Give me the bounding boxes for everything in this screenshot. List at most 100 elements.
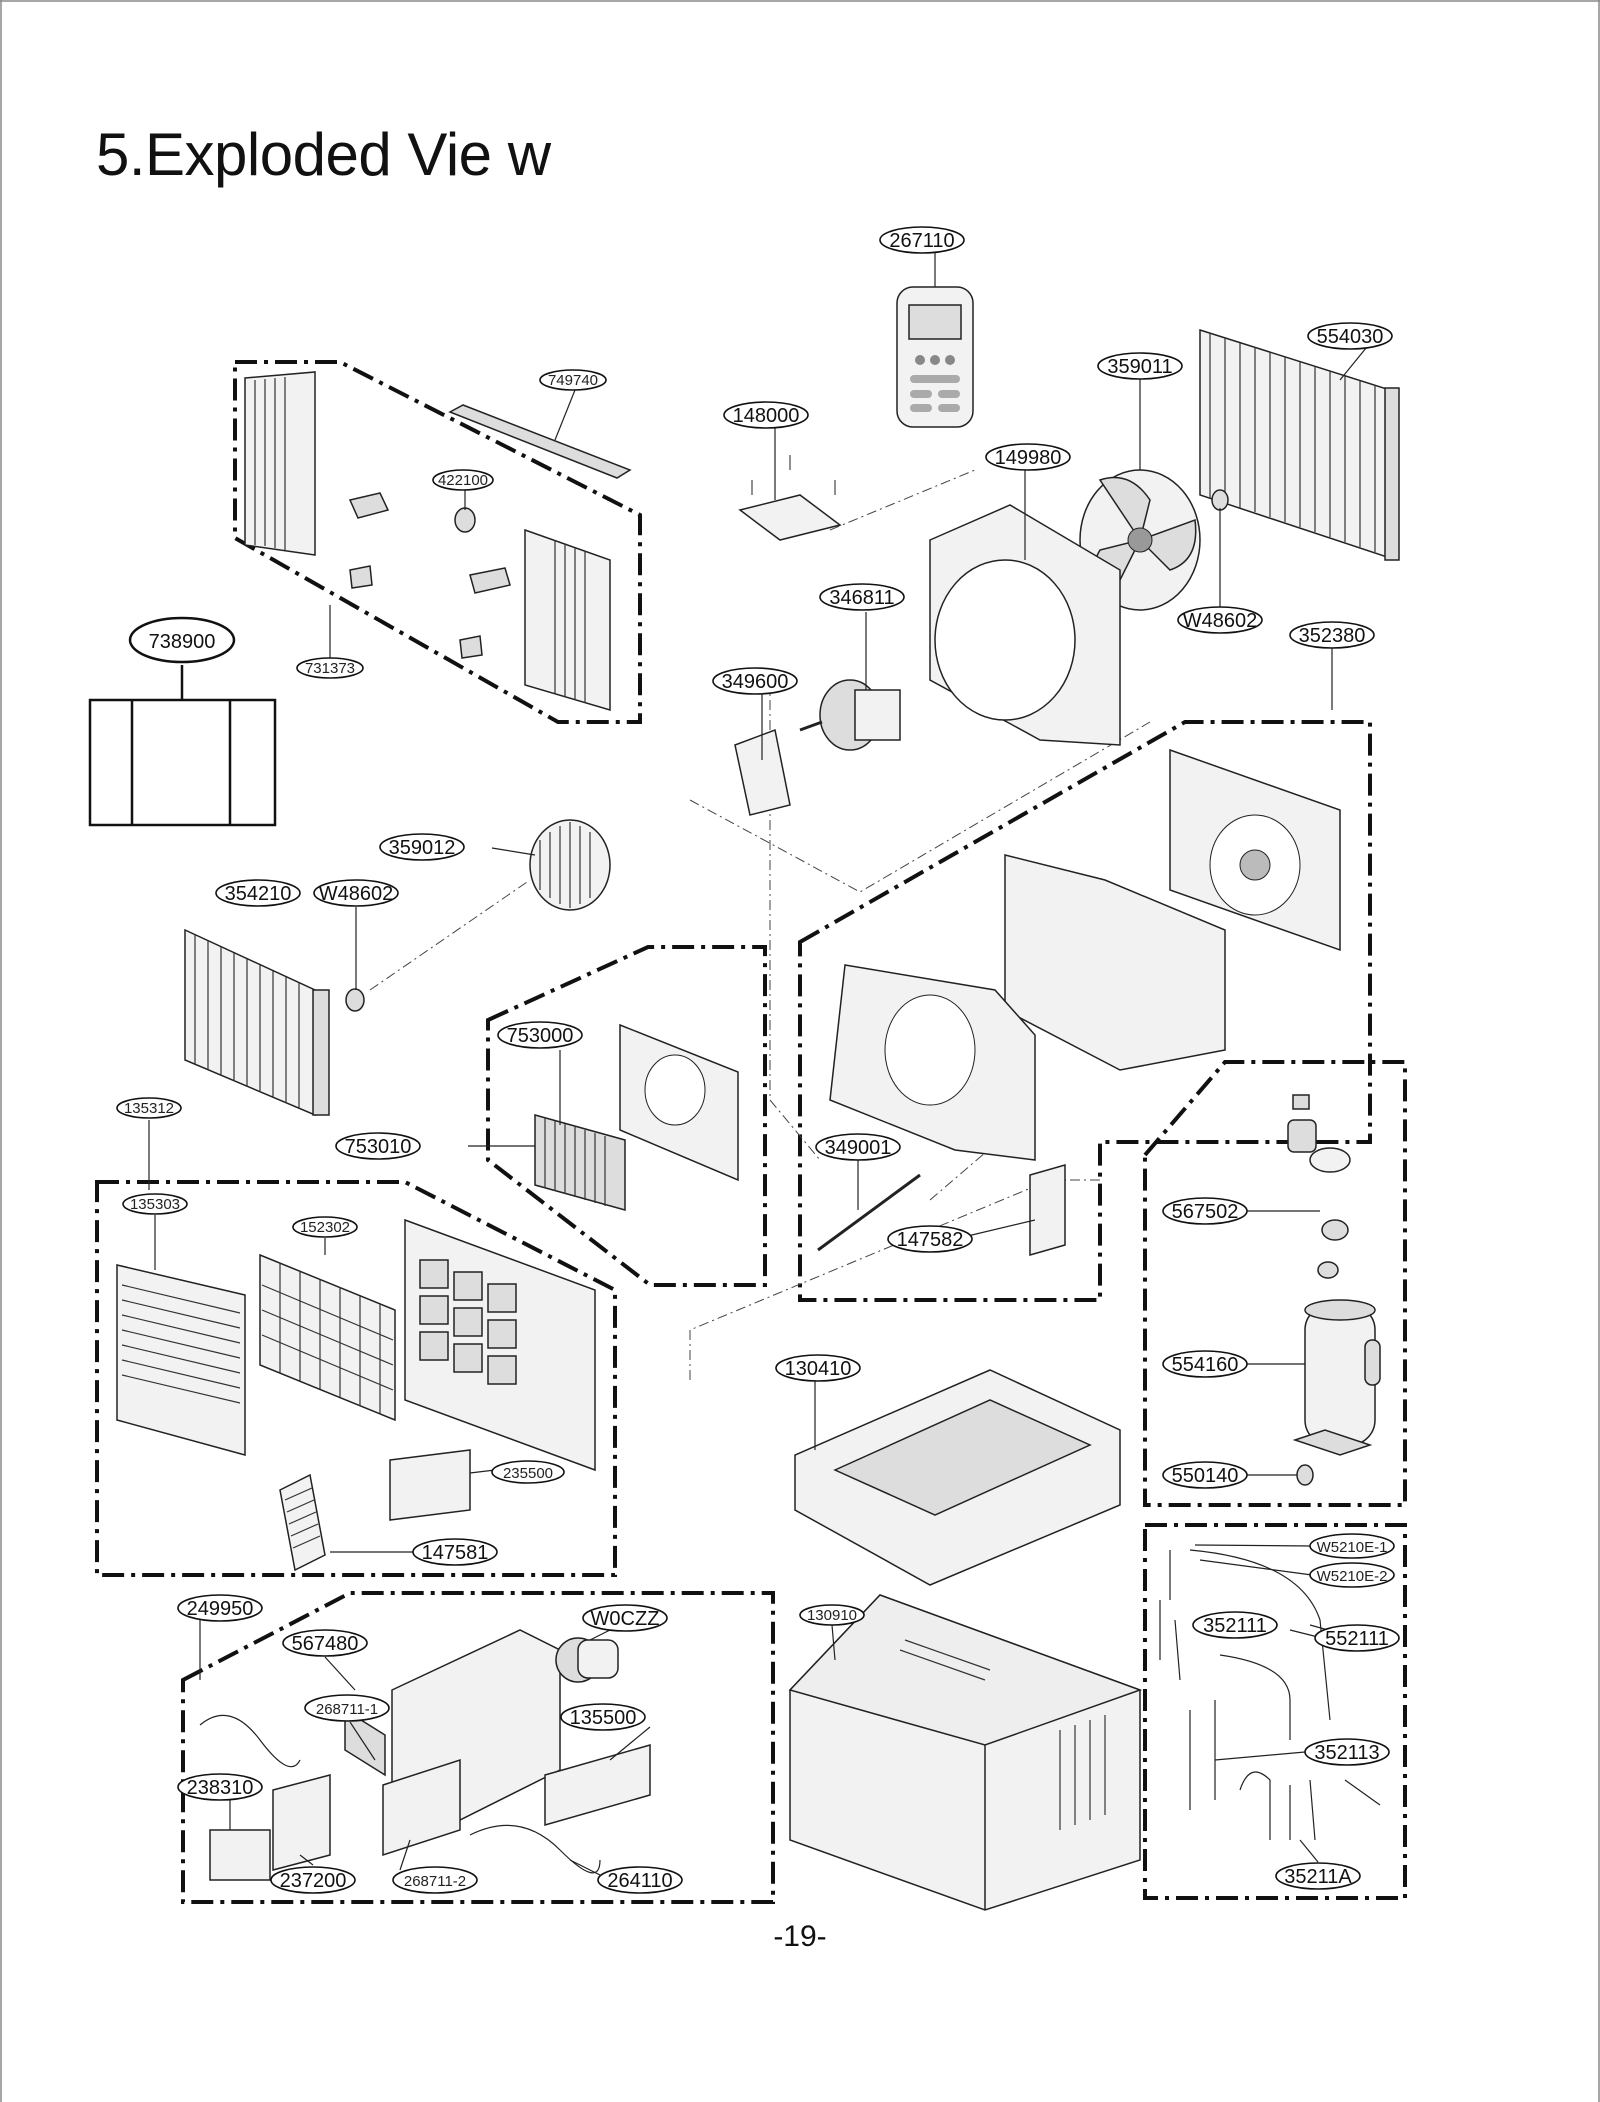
label-349600: 349600 [712,667,798,695]
label-359011: 359011 [1097,352,1183,380]
svg-text:359012: 359012 [389,837,456,859]
label-738900: 738900 [128,616,236,664]
side-curtain-drawing [244,371,611,712]
label-130410: 130410 [775,1354,861,1382]
svg-text:550140: 550140 [1172,1465,1239,1487]
svg-text:352111: 352111 [1203,1615,1267,1637]
label-567502: 567502 [1162,1197,1248,1225]
svg-text:147582: 147582 [897,1229,964,1251]
svg-text:152302: 152302 [300,1219,350,1236]
label-135303: 135303 [122,1193,188,1215]
label-753000: 753000 [497,1021,583,1049]
control-cover-drawing [389,1449,471,1521]
svg-text:753010: 753010 [345,1136,412,1158]
orifice-shroud-drawing [929,504,1121,746]
label-135312: 135312 [116,1097,182,1119]
compressor-drawing [1287,1094,1381,1486]
label-237200: 237200 [270,1866,356,1894]
clamp-top-drawing [1211,489,1229,511]
cabinet-drawing [788,1594,1143,1911]
label-W0CZZ: W0CZZ [582,1604,668,1632]
label-359012: 359012 [379,833,465,861]
accessory-kit-drawing [88,665,277,827]
label-W5210E-1: W5210E-1 [1309,1533,1395,1559]
label-352111: 352111 [1192,1611,1278,1639]
front-panel-drawing [404,1218,596,1472]
label-354210: 354210 [215,879,301,907]
group-outline-pipes [1143,1523,1407,1900]
svg-text:422100: 422100 [438,472,488,489]
group-outline-front-grille [95,1180,617,1577]
svg-text:130910: 130910 [807,1607,857,1624]
svg-text:135312: 135312 [124,1100,174,1117]
label-W5210E-2: W5210E-2 [1309,1562,1395,1588]
label-346811: 346811 [819,583,905,611]
svg-text:554160: 554160 [1172,1354,1239,1376]
group-outline-heater [486,945,767,1287]
label-W48602-lower: W48602 [313,879,399,907]
page-title: 5.Exploded Vie w [96,121,551,188]
svg-text:267110: 267110 [889,230,954,252]
base-group-drawing [829,748,1341,1161]
label-550140: 550140 [1162,1461,1248,1489]
svg-text:35211A: 35211A [1284,1866,1352,1888]
svg-text:147581: 147581 [422,1542,489,1564]
blower-wheel-drawing [529,819,611,911]
svg-text:352113: 352113 [1314,1742,1379,1764]
louver-drawing [279,1473,326,1572]
condenser-coil-drawing [1199,328,1400,561]
label-235500: 235500 [491,1460,565,1484]
label-422100: 422100 [432,469,494,491]
svg-text:349600: 349600 [722,671,789,693]
evaporator-coil-drawing [184,928,330,1117]
pipes-drawing [1159,1549,1381,1841]
svg-text:749740: 749740 [548,372,598,389]
label-749740: 749740 [539,369,607,391]
heater-drawing [534,1023,739,1211]
fan-motor-drawing [799,679,901,751]
label-552111: 552111 [1314,1624,1400,1652]
label-238310: 238310 [177,1773,263,1801]
air-filter-drawing [259,1253,396,1422]
label-152302: 152302 [292,1216,358,1238]
svg-text:135500: 135500 [570,1707,637,1729]
remote-control-drawing [896,286,974,428]
label-267110: 267110 [879,226,965,254]
damper-rod-drawing [817,1173,921,1252]
svg-text:349001: 349001 [825,1137,892,1159]
svg-text:W5210E-2: W5210E-2 [1317,1568,1388,1585]
part-labels: 267110 554030 359011 148000 149980 74974… [116,226,1400,1894]
clamp-lower-drawing [345,988,365,1012]
label-148000: 148000 [723,401,809,429]
group-outline-control-box [181,1591,775,1904]
label-554160: 554160 [1162,1350,1248,1378]
svg-text:235500: 235500 [503,1465,553,1482]
svg-text:W0CZZ: W0CZZ [591,1608,660,1630]
group-outline-side-curtain [233,360,642,724]
label-249950: 249950 [177,1594,263,1622]
label-130910: 130910 [799,1604,865,1626]
svg-text:135303: 135303 [130,1196,180,1213]
svg-text:268711-2: 268711-2 [404,1873,466,1890]
label-264110: 264110 [597,1866,683,1894]
label-352113: 352113 [1304,1738,1390,1766]
svg-text:359011: 359011 [1107,356,1172,378]
svg-text:149980: 149980 [995,447,1062,469]
label-731373: 731373 [296,657,364,679]
svg-text:738900: 738900 [149,631,216,653]
svg-text:130410: 130410 [785,1358,852,1380]
label-349001: 349001 [815,1133,901,1161]
svg-text:567502: 567502 [1172,1201,1239,1223]
label-268711-1: 268711-1 [304,1694,390,1722]
svg-text:552111: 552111 [1325,1628,1389,1650]
label-W48602-top: W48602 [1177,606,1263,634]
group-outline-compressor [1143,1060,1407,1507]
label-554030: 554030 [1307,322,1393,350]
svg-text:346811: 346811 [829,587,894,609]
page-number: -19- [773,1920,827,1953]
svg-text:352380: 352380 [1299,625,1366,647]
label-135500: 135500 [560,1703,646,1731]
leader-lines [148,252,1376,1876]
svg-text:W48602: W48602 [1183,610,1258,632]
